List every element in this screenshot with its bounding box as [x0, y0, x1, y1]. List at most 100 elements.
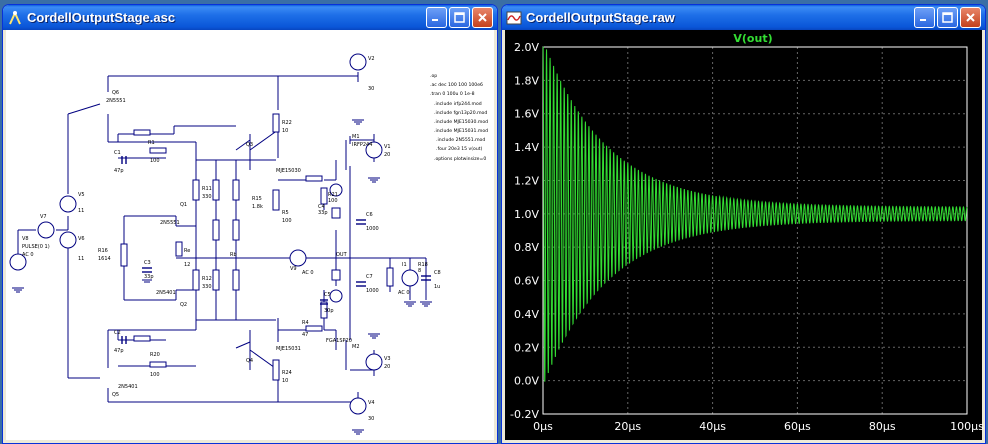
y-tick-label: -0.2V — [510, 408, 539, 421]
label-m2: M2 — [352, 344, 360, 350]
schematic-app-icon — [9, 10, 21, 24]
label-r22: R22 — [282, 120, 292, 126]
minimize-button[interactable] — [914, 7, 935, 28]
label-c1-val: 47p — [114, 168, 124, 174]
directive-8: .include 2N5551.mod — [436, 137, 485, 143]
directive-9: .four 20e3 15 v(out) — [436, 146, 483, 152]
x-tick-label: 40µs — [699, 420, 726, 433]
maximize-icon — [454, 12, 465, 23]
y-tick-label: 1.6V — [514, 108, 539, 121]
directive-6: .include MJE15030.mod — [434, 119, 488, 125]
label-v5-val: 11 — [78, 208, 84, 214]
y-tick-label: 0.2V — [514, 341, 539, 354]
minimize-icon — [432, 19, 438, 21]
plot-grid — [543, 47, 967, 414]
directive-4: .include irfp244.mod — [434, 101, 482, 107]
close-button[interactable] — [960, 7, 981, 28]
label-c2-val: 47p — [114, 348, 124, 354]
minimize-button[interactable] — [426, 7, 447, 28]
waveform-titlebar[interactable]: CordellOutputStage.raw — [502, 5, 985, 30]
label-v4: V4 — [368, 400, 375, 406]
label-q6: Q6 — [112, 90, 119, 96]
label-re: Re — [184, 248, 190, 254]
schematic-components — [9, 53, 419, 415]
trace-name-label[interactable]: V(out) — [733, 32, 772, 45]
waveform-plot[interactable]: 2.0V1.8V1.6V1.4V1.2V1.0V0.8V0.6V0.4V0.2V… — [505, 30, 984, 442]
label-m1-part: IRFP244 — [352, 142, 372, 148]
y-tick-label: 1.4V — [514, 141, 539, 154]
label-r5: R5 — [282, 210, 289, 216]
label-v1: V1 — [384, 144, 391, 150]
label-q5: Q5 — [112, 392, 119, 398]
y-tick-label: 2.0V — [514, 41, 539, 54]
label-v8: V8 — [22, 236, 29, 242]
label-c2: C2 — [114, 330, 121, 336]
label-c1: C1 — [114, 150, 121, 156]
label-r11: R11 — [202, 186, 212, 192]
waveform-window-title: CordellOutputStage.raw — [526, 10, 675, 25]
label-r11-val: 330 — [202, 194, 212, 200]
maximize-button[interactable] — [449, 7, 470, 28]
x-tick-label: 100µs — [950, 420, 984, 433]
label-i1: I1 — [402, 262, 407, 268]
x-tick-label: 0µs — [533, 420, 553, 433]
label-c4: C4 — [318, 204, 325, 210]
label-q3: Q3 — [246, 142, 253, 148]
close-icon — [966, 13, 975, 22]
spice-directives: .op .ac dec 100 100 100e6 .tran 0 100u 0… — [430, 74, 488, 162]
label-r18: R18 — [418, 262, 428, 268]
schematic-window[interactable]: CordellOutputStage.asc — [2, 4, 498, 444]
label-r16-val: 1614 — [98, 256, 111, 262]
directive-1: .op — [430, 74, 437, 79]
schematic-diagram[interactable]: Q6 2N5551 Q5 2N5401 Q3 MJE15030 Q4 MJE15… — [6, 30, 496, 442]
label-c7: C7 — [366, 274, 373, 280]
close-button[interactable] — [472, 7, 493, 28]
label-v5: V5 — [78, 192, 85, 198]
label-r21: R21 — [328, 192, 338, 198]
y-tick-label: 1.8V — [514, 74, 539, 87]
label-q5-part: 2N5401 — [118, 384, 138, 390]
label-q2: Q2 — [180, 302, 187, 308]
minimize-icon — [920, 19, 926, 21]
label-q4-part: MJE15031 — [276, 346, 301, 352]
label-r20-val: 100 — [150, 372, 160, 378]
x-tick-label: 20µs — [614, 420, 641, 433]
label-v6-val: 11 — [78, 256, 84, 262]
label-v3: V3 — [384, 356, 391, 362]
label-out-net: OUT — [336, 252, 348, 258]
label-r22-val: 10 — [282, 128, 288, 134]
label-v4-val: 30 — [368, 416, 374, 422]
y-tick-label: 0.4V — [514, 308, 539, 321]
schematic-titlebar[interactable]: CordellOutputStage.asc — [3, 5, 497, 30]
trace-v-out — [542, 46, 968, 382]
maximize-button[interactable] — [937, 7, 958, 28]
label-r12: R12 — [202, 276, 212, 282]
label-c8-val: 1u — [434, 284, 440, 290]
maximize-icon — [942, 12, 953, 23]
label-v2-val: 30 — [368, 86, 374, 92]
label-c6-val: 1000 — [366, 226, 379, 232]
label-q3-part: MJE15030 — [276, 168, 301, 174]
label-i1-val: AC 0 — [398, 290, 410, 296]
directive-10: .options plotwinsize=0 — [434, 156, 486, 162]
directive-7: .include MJE15031.mod — [434, 128, 488, 134]
label-r18-val: 8 — [418, 268, 421, 274]
label-r21-val: 100 — [328, 198, 338, 204]
label-r24-val: 10 — [282, 378, 288, 384]
label-r5-val: 100 — [282, 218, 292, 224]
label-v1-val: 20 — [384, 152, 390, 158]
y-axis-ticks: 2.0V1.8V1.6V1.4V1.2V1.0V0.8V0.6V0.4V0.2V… — [510, 41, 539, 421]
label-q1-part: 2N5551 — [160, 220, 180, 226]
close-icon — [478, 13, 487, 22]
x-tick-label: 80µs — [869, 420, 896, 433]
label-r24: R24 — [282, 370, 292, 376]
waveform-window[interactable]: CordellOutputStage.raw 2.0V 1.8V 1.6V 1.4V 1… — [501, 4, 986, 444]
label-c5: C5 — [324, 292, 331, 298]
label-v7: V7 — [40, 214, 47, 220]
label-v8-ac: AC 0 — [22, 252, 34, 258]
schematic-canvas[interactable]: Q6 2N5551 Q5 2N5401 Q3 MJE15030 Q4 MJE15… — [6, 30, 494, 440]
y-tick-label: 1.2V — [514, 174, 539, 187]
schematic-capacitors — [121, 156, 431, 344]
